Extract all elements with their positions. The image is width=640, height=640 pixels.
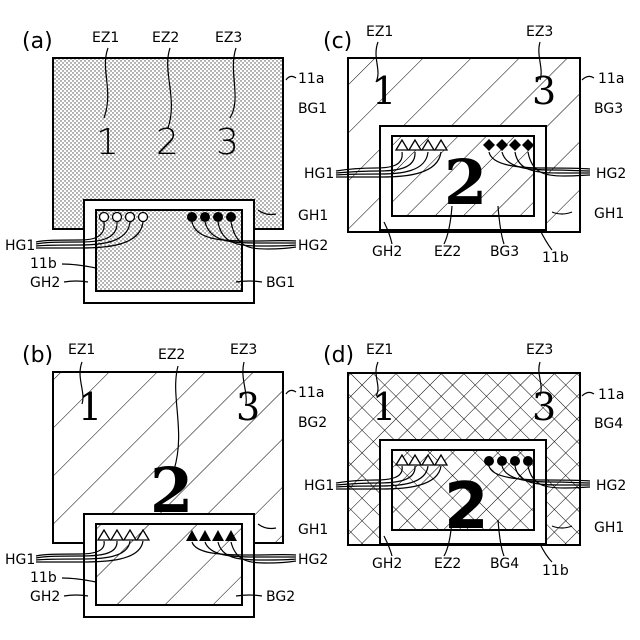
panel-c-ref-bg-bottom: BG3 xyxy=(490,244,519,260)
panel-b-lead-11a xyxy=(286,390,296,394)
panel-d-zone-3-label: EZ3 xyxy=(526,342,553,358)
panel-a-ref-11b: 11b xyxy=(30,256,57,272)
panel-c-ref-gh2: GH2 xyxy=(372,244,402,260)
panel-c-ref-hg2: HG2 xyxy=(596,166,626,182)
panel-c-lead-11a xyxy=(582,76,594,80)
panel-c-ref-bg-top: BG3 xyxy=(594,101,623,117)
panel-d-digit-1: 1 xyxy=(372,385,396,429)
panel-d-digit-3: 3 xyxy=(532,385,556,429)
panel-c-label: (c) xyxy=(323,29,352,54)
panel-c-ref-11b: 11b xyxy=(542,250,569,266)
indicator-circle-filled xyxy=(510,456,520,466)
panel-d-ref-hg1: HG1 xyxy=(304,478,334,494)
panel-a-ref-bg-top: BG1 xyxy=(298,101,327,117)
panel-b-label: (b) xyxy=(22,343,53,368)
panel-d-ref-bg-top: BG4 xyxy=(594,416,623,432)
panel-d-lead-11a xyxy=(582,392,594,396)
panel-a-lead-gh2 xyxy=(64,281,88,282)
panel-a-label: (a) xyxy=(22,29,53,54)
panel-d-ref-bg-bottom: BG4 xyxy=(490,556,519,572)
panel-b: (b) EZ1 EZ2 EZ3 1 2 3 xyxy=(5,342,328,617)
panel-b-zone-2-label: EZ2 xyxy=(158,347,185,363)
panel-c-ref-ez2: EZ2 xyxy=(434,244,461,260)
indicator-circle-filled xyxy=(213,212,223,222)
panel-a: (a) EZ1 EZ2 EZ3 1 2 3 xyxy=(5,29,328,303)
indicator-circle-filled xyxy=(226,212,236,222)
panel-d: (d) EZ1 EZ3 1 3 2 xyxy=(304,342,626,579)
panel-d-ref-gh1: GH1 xyxy=(594,520,624,536)
panel-b-ref-hg1: HG1 xyxy=(5,552,35,568)
panel-b-lead-gh2 xyxy=(64,595,88,596)
panel-d-ref-gh2: GH2 xyxy=(372,556,402,572)
panel-c-ref-11a: 11a xyxy=(598,71,624,87)
panel-b-ref-gh2: GH2 xyxy=(30,589,60,605)
panel-b-ref-hg2: HG2 xyxy=(298,552,328,568)
indicator-circle-open xyxy=(100,213,109,222)
panel-b-ref-bg-top: BG2 xyxy=(298,415,327,431)
panel-b-digit-1: 1 xyxy=(78,385,102,429)
panel-c: (c) EZ1 EZ3 1 3 2 xyxy=(304,24,626,266)
indicator-circle-filled xyxy=(484,456,494,466)
indicator-circle-open xyxy=(113,213,122,222)
panel-b-digit-3: 3 xyxy=(236,385,260,429)
panel-a-zone-2-label: EZ2 xyxy=(152,30,179,46)
panel-a-sub-board xyxy=(96,210,242,291)
indicator-circle-open xyxy=(126,213,135,222)
panel-d-ref-11a: 11a xyxy=(598,387,624,403)
panel-d-ref-ez2: EZ2 xyxy=(434,556,461,572)
panel-a-ref-bg-bottom: BG1 xyxy=(266,275,295,291)
panel-c-ref-hg1: HG1 xyxy=(304,166,334,182)
panel-a-ref-gh2: GH2 xyxy=(30,275,60,291)
panel-a-ref-hg1: HG1 xyxy=(5,238,35,254)
panel-d-ref-hg2: HG2 xyxy=(596,478,626,494)
panel-a-ref-hg2: HG2 xyxy=(298,238,328,254)
panel-b-ref-bg-bottom: BG2 xyxy=(266,589,295,605)
indicator-circle-filled xyxy=(187,212,197,222)
panel-b-ref-11a: 11a xyxy=(298,385,324,401)
panel-c-zone-1-label: EZ1 xyxy=(366,24,393,40)
panel-c-digit-2: 2 xyxy=(444,146,487,219)
panel-d-zone-1-label: EZ1 xyxy=(366,342,393,358)
panel-c-digit-3: 3 xyxy=(532,69,556,113)
panel-a-ref-gh1: GH1 xyxy=(298,208,328,224)
panel-b-ref-gh1: GH1 xyxy=(298,522,328,538)
panel-b-ref-11b: 11b xyxy=(30,570,57,586)
panel-a-digit-3: 3 xyxy=(216,122,239,163)
panel-c-ref-gh1: GH1 xyxy=(594,206,624,222)
panel-a-ref-11a: 11a xyxy=(298,71,324,87)
indicator-circle-filled xyxy=(497,456,507,466)
indicator-circle-filled xyxy=(200,212,210,222)
panel-c-zone-3-label: EZ3 xyxy=(526,24,553,40)
panel-a-digit-1: 1 xyxy=(96,122,119,163)
panel-a-zone-3-label: EZ3 xyxy=(215,30,242,46)
panel-a-digit-2: 2 xyxy=(156,122,179,163)
panel-a-zone-1-label: EZ1 xyxy=(92,30,119,46)
panel-d-lead-11b xyxy=(540,544,552,562)
indicator-circle-filled xyxy=(523,456,533,466)
panel-a-lead-11a xyxy=(286,76,296,80)
panel-b-zone-3-label: EZ3 xyxy=(230,342,257,358)
panel-d-label: (d) xyxy=(323,343,354,368)
panel-d-ref-11b: 11b xyxy=(542,563,569,579)
panel-b-zone-1-label: EZ1 xyxy=(68,342,95,358)
panel-c-digit-1: 1 xyxy=(372,69,396,113)
indicator-circle-open xyxy=(139,213,148,222)
